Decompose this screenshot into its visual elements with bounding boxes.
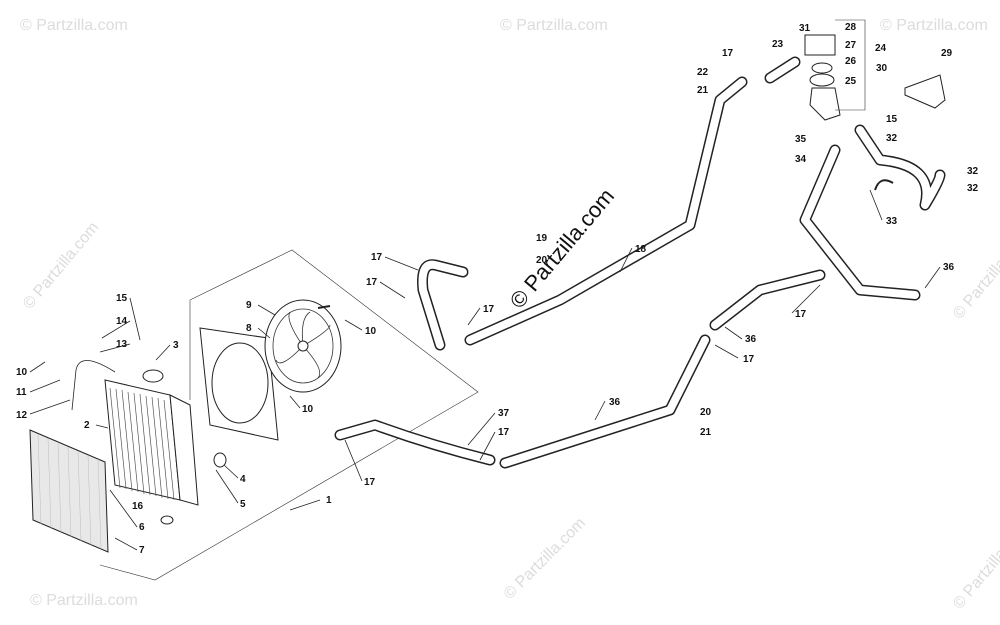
callout-label: 30 — [876, 63, 888, 74]
callout-label: 36 — [943, 262, 955, 273]
callout-label: 17 — [371, 252, 383, 263]
callout-label: 15 — [116, 293, 128, 304]
thermostat-housing — [804, 19, 866, 121]
callout-label: 19 — [536, 233, 548, 244]
callout-label: 17 — [366, 277, 378, 288]
callout-label: 20 — [536, 255, 548, 266]
radiator — [104, 369, 227, 525]
callout-label: 36 — [745, 334, 757, 345]
cooling-fan — [264, 299, 342, 393]
watermark-tile: © Partzilla.com — [501, 515, 589, 603]
callout-label: 5 — [240, 499, 246, 510]
callout-label: 13 — [116, 339, 128, 350]
callout-label: 7 — [139, 545, 145, 556]
hose-37 — [709, 269, 826, 331]
radiator-screen — [29, 429, 109, 553]
callout-label: 32 — [967, 166, 979, 177]
callout-labels: 1 2 3 4 5 6 7 8 9 10 10 10 11 12 13 14 1… — [16, 22, 979, 556]
callout-label: 25 — [845, 76, 857, 87]
callout-label: 31 — [799, 23, 811, 34]
callout-label: 37 — [498, 408, 510, 419]
radiator-assembly-outline — [99, 249, 479, 581]
callout-label: 27 — [845, 40, 857, 51]
watermark-tile: © Partzilla.com — [950, 229, 1000, 323]
callout-label: 14 — [116, 316, 128, 327]
callout-label: 18 — [635, 244, 647, 255]
callout-label: 2 — [84, 420, 90, 431]
callout-label: 10 — [16, 367, 28, 378]
fan-shroud — [199, 327, 279, 441]
callout-label: 10 — [302, 404, 314, 415]
callout-label: 23 — [772, 39, 784, 50]
callout-label: 10 — [365, 326, 377, 337]
callout-label: 11 — [16, 387, 27, 398]
mounting-bracket — [904, 74, 946, 109]
callout-label: 17 — [364, 477, 376, 488]
watermark-tile: © Partzilla.com — [20, 219, 102, 313]
hose-39 — [334, 419, 496, 466]
callout-label: 17 — [483, 304, 495, 315]
watermark-tile: © Partzilla.com — [500, 17, 608, 34]
leader-lines — [29, 189, 941, 551]
overflow-hose — [71, 360, 116, 411]
hose-clamp-ring — [874, 179, 894, 191]
callout-label: 32 — [886, 133, 898, 144]
callout-label: 26 — [845, 56, 857, 67]
callout-label: 3 — [173, 340, 179, 351]
callout-label: 16 — [132, 501, 144, 512]
callout-label: 17 — [722, 48, 734, 59]
hose-35 — [799, 144, 921, 301]
callout-label: 21 — [700, 427, 712, 438]
hose-38 — [499, 334, 711, 469]
callout-label: 6 — [139, 522, 145, 533]
hose-24 — [764, 56, 801, 84]
callout-label: 29 — [941, 48, 953, 59]
hose-18 — [417, 259, 469, 351]
callout-label: 17 — [743, 354, 755, 365]
callout-label: 32 — [967, 183, 979, 194]
watermark-tile: © Partzilla.com — [880, 17, 988, 34]
callout-label: 12 — [16, 410, 28, 421]
watermark-tile: © Partzilla.com — [950, 519, 1000, 613]
callout-label: 24 — [875, 43, 887, 54]
callout-label: 33 — [886, 216, 898, 227]
callout-label: 22 — [697, 67, 709, 78]
callout-label: 1 — [326, 495, 332, 506]
hose-33 — [854, 124, 946, 211]
callout-label: 35 — [795, 134, 807, 145]
callout-label: 21 — [697, 85, 709, 96]
callout-label: 15 — [886, 114, 898, 125]
callout-label: 8 — [246, 323, 252, 334]
callout-label: 4 — [240, 474, 246, 485]
callout-label: 9 — [246, 300, 252, 311]
callout-label: 34 — [795, 154, 807, 165]
callout-label: 28 — [845, 22, 857, 33]
callout-label: 20 — [700, 407, 712, 418]
watermark-tile: © Partzilla.com — [20, 17, 128, 34]
watermark-tile: © Partzilla.com — [30, 592, 138, 609]
callout-label: 17 — [498, 427, 510, 438]
hose-19 — [464, 76, 748, 346]
callout-label: 36 — [609, 397, 621, 408]
callout-label: 17 — [795, 309, 807, 320]
